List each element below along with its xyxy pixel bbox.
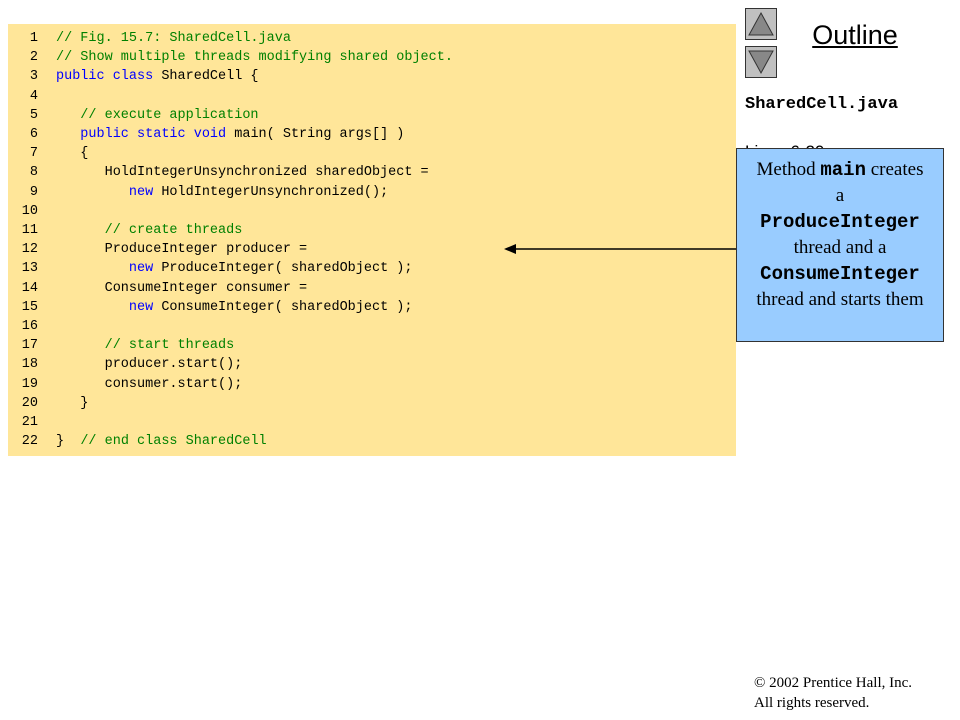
code-line: 13 new ProduceInteger( sharedObject ); — [8, 259, 736, 278]
callout-line-3: ProduceInteger — [760, 211, 920, 233]
line-number: 11 — [21, 223, 38, 238]
line-number: 4 — [29, 88, 38, 104]
line-number: 9 — [29, 184, 38, 200]
callout-code: main — [820, 159, 866, 181]
callout-line-1: Method main creates — [737, 157, 943, 183]
previous-slide-button[interactable] — [745, 8, 777, 40]
line-number: 18 — [21, 357, 38, 373]
code-text: HoldIntegerUnsynchronized sharedObject = — [56, 165, 429, 181]
code-line: 15 new ConsumeInteger( sharedObject ); — [8, 298, 736, 317]
line-number: 8 — [29, 165, 38, 181]
code-line: 16 — [8, 317, 736, 336]
code-text: // create threads — [56, 223, 243, 238]
code-line: 18 producer.start(); — [8, 355, 736, 374]
code-text: } — [56, 395, 89, 411]
code-text: ProduceInteger producer = — [56, 242, 308, 258]
code-line: 22 } // end class SharedCell — [8, 432, 736, 451]
line-number: 15 — [21, 299, 38, 315]
code-text: // execute application — [56, 107, 259, 123]
line-number: 13 — [21, 261, 38, 277]
code-line: 6 public static void main( String args[]… — [8, 125, 736, 144]
code-line: 9 new HoldIntegerUnsynchronized(); — [8, 183, 736, 202]
line-number: 16 — [21, 319, 38, 334]
code-line: 12 ProduceInteger producer = — [8, 240, 736, 259]
code-line: 7 { — [8, 144, 736, 163]
copyright-text: 2002 Prentice Hall, Inc. — [765, 675, 913, 691]
rights-text: All rights reserved. — [754, 695, 870, 711]
callout-line-2: a — [835, 185, 845, 206]
code-line: 20 } — [8, 394, 736, 413]
callout-box: Method main creates a ProduceInteger thr… — [736, 148, 944, 342]
code-text: new ConsumeInteger( sharedObject ); — [128, 299, 413, 315]
line-number: 1 — [29, 31, 38, 46]
code-line: 5 // execute application — [8, 106, 736, 125]
callout-arrow — [504, 244, 736, 254]
code-text: { — [56, 146, 89, 162]
code-line: 8 HoldIntegerUnsynchronized sharedObject… — [8, 163, 736, 182]
outline-link[interactable]: Outline — [812, 20, 898, 50]
line-number: 10 — [21, 203, 38, 219]
code-text: ConsumeInteger consumer = — [56, 280, 308, 296]
code-line: 21 — [8, 413, 736, 432]
code-line: 4 — [8, 87, 736, 106]
file-name: SharedCell.java — [745, 95, 899, 114]
line-number: 7 — [29, 146, 38, 162]
line-number: 19 — [21, 376, 38, 392]
code-text: public class SharedCell { — [56, 69, 259, 85]
code-text: new HoldIntegerUnsynchronized(); — [128, 184, 389, 200]
line-number: 6 — [29, 127, 38, 142]
code-text: new ProduceInteger( sharedObject ); — [128, 261, 413, 277]
code-line: 17 // start threads — [8, 336, 736, 355]
code-line: 11 // create threads — [8, 221, 736, 240]
line-number: 3 — [29, 69, 38, 85]
code-text: // Show multiple threads modifying share… — [56, 50, 453, 66]
code-text: } // end class SharedCell — [56, 434, 267, 450]
copyright-symbol: © — [754, 675, 766, 691]
code-line: 3 public class SharedCell { — [8, 67, 736, 86]
line-number: 20 — [21, 395, 38, 411]
code-text: producer.start(); — [56, 357, 243, 373]
callout-text: Method — [756, 159, 821, 180]
code-text: consumer.start(); — [56, 376, 243, 392]
code-line: 2 // Show multiple threads modifying shar… — [8, 48, 736, 67]
callout-line-6: thread and starts them — [756, 289, 924, 310]
line-number: 14 — [21, 280, 38, 296]
code-text: // start threads — [56, 338, 235, 354]
code-line: 10 — [8, 202, 736, 221]
line-number: 2 — [29, 50, 38, 66]
next-slide-button[interactable] — [745, 46, 777, 78]
code-line: 14 ConsumeInteger consumer = — [8, 279, 736, 298]
triangle-down-icon — [748, 50, 774, 75]
code-panel: 1 // Fig. 15.7: SharedCell.java 2 // Show m… — [8, 24, 736, 456]
callout-text: creates — [865, 159, 924, 180]
copyright: © 2002 Prentice Hall, Inc. All rights re… — [754, 673, 912, 713]
line-number: 5 — [29, 107, 38, 123]
triangle-up-icon — [748, 11, 774, 36]
line-number: 22 — [21, 434, 38, 450]
callout-line-5: ConsumeInteger — [760, 263, 920, 285]
code-line: 1 // Fig. 15.7: SharedCell.java — [8, 29, 736, 48]
code-text: public static void main( String args[] ) — [56, 127, 405, 142]
line-number: 17 — [21, 338, 38, 354]
code-text: // Fig. 15.7: SharedCell.java — [56, 31, 291, 46]
line-number: 12 — [21, 242, 38, 258]
code-line: 19 consumer.start(); — [8, 375, 736, 394]
line-number: 21 — [21, 415, 38, 430]
callout-line-4: thread and a — [793, 237, 887, 258]
